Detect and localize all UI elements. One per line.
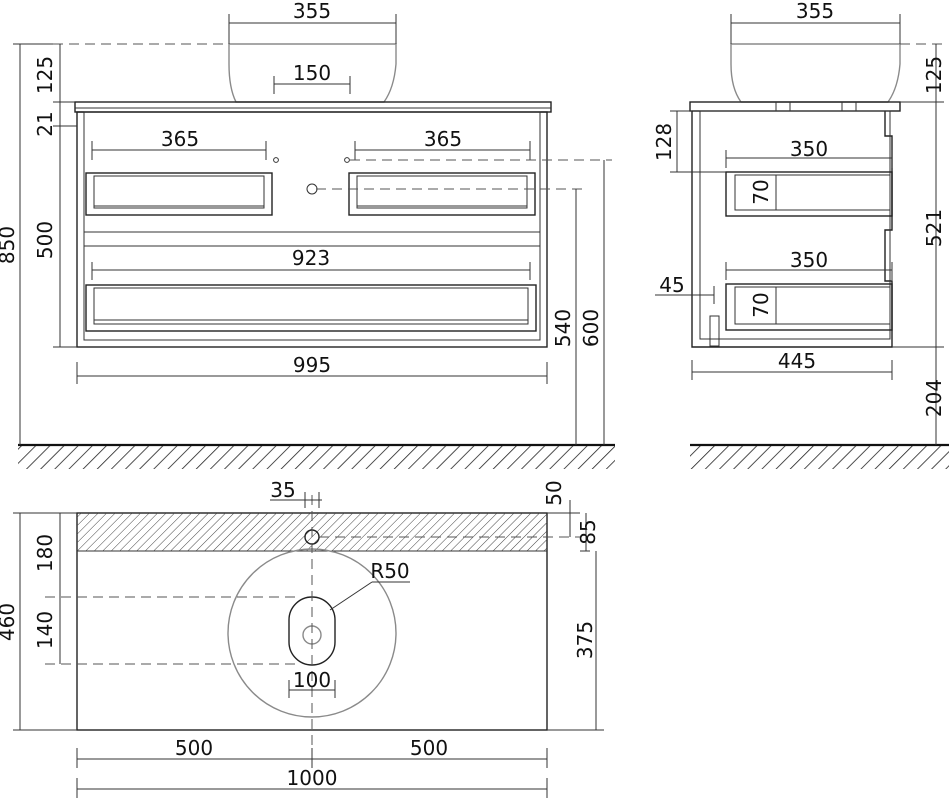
- countertop-front: [74, 101, 552, 113]
- dim-half-right: 500: [410, 736, 448, 760]
- dim-tap-edge-85: 85: [576, 519, 600, 544]
- dim-drawer-right-width: 365: [424, 127, 462, 151]
- dim-slot-width: 100: [293, 668, 331, 692]
- dim-drawer-left-width: 365: [161, 127, 199, 151]
- top-view: 35 50 85 375 180 140 460 R50 100: [0, 478, 604, 798]
- dim-back-strip: 180: [33, 534, 57, 572]
- dim-tap-edge-50: 50: [542, 480, 566, 505]
- side-lower-drawer: [725, 283, 893, 331]
- dim-basin-width-front: 355: [293, 0, 331, 23]
- dim-height-600: 600: [579, 309, 603, 347]
- dim-side-drawer-depth-1: 350: [790, 137, 828, 161]
- dim-side-drawer-height-1: 70: [749, 179, 773, 204]
- dim-basin-height-front: 125: [33, 56, 57, 94]
- dim-lower-drawer-width: 923: [292, 246, 330, 270]
- front-view: 355 150 125 21 500 850 365 365: [0, 0, 615, 469]
- dim-side-drawer-height-2: 70: [749, 292, 773, 317]
- dim-radius: R50: [370, 559, 409, 583]
- dim-wall-clearance: 204: [922, 379, 946, 417]
- ground-hatch-side: [690, 445, 949, 469]
- side-upper-drawer: [725, 171, 893, 217]
- drain-pipe-icon: [306, 183, 318, 195]
- upper-right-drawer: [348, 172, 536, 216]
- dim-countertop-thickness: 21: [33, 111, 57, 136]
- dim-total-width: 1000: [287, 766, 338, 790]
- dim-half-left: 500: [175, 736, 213, 760]
- dim-cabinet-width: 995: [293, 353, 331, 377]
- cabinet-side: [691, 111, 893, 348]
- dim-height-540: 540: [551, 309, 575, 347]
- dim-upper-drawer-height: 500: [33, 221, 57, 259]
- dim-tap-offset: 35: [270, 478, 295, 502]
- side-view: 355 125 521 204 128 350 70 350: [652, 0, 949, 469]
- basin-side: [730, 43, 901, 103]
- dim-basin-height-side: 125: [922, 56, 946, 94]
- lower-drawer: [85, 284, 537, 332]
- dim-offset-45: 45: [659, 273, 684, 297]
- dim-cabinet-depth: 445: [778, 349, 816, 373]
- dim-side-drawer-depth-2: 350: [790, 248, 828, 272]
- upper-left-drawer: [85, 172, 273, 216]
- cabinet-front: [76, 111, 548, 348]
- dim-top-offset: 128: [652, 123, 676, 161]
- dim-depth-460: 460: [0, 603, 19, 641]
- dim-drain-spacing: 140: [33, 611, 57, 649]
- dim-total-height: 850: [0, 226, 19, 264]
- countertop-side: [689, 101, 901, 112]
- dim-drain-width: 150: [293, 61, 331, 85]
- ground-hatch-front: [18, 445, 615, 469]
- dim-front-to-drain: 375: [573, 621, 597, 659]
- dim-basin-width-side: 355: [796, 0, 834, 23]
- dim-cabinet-height-side: 521: [922, 209, 946, 247]
